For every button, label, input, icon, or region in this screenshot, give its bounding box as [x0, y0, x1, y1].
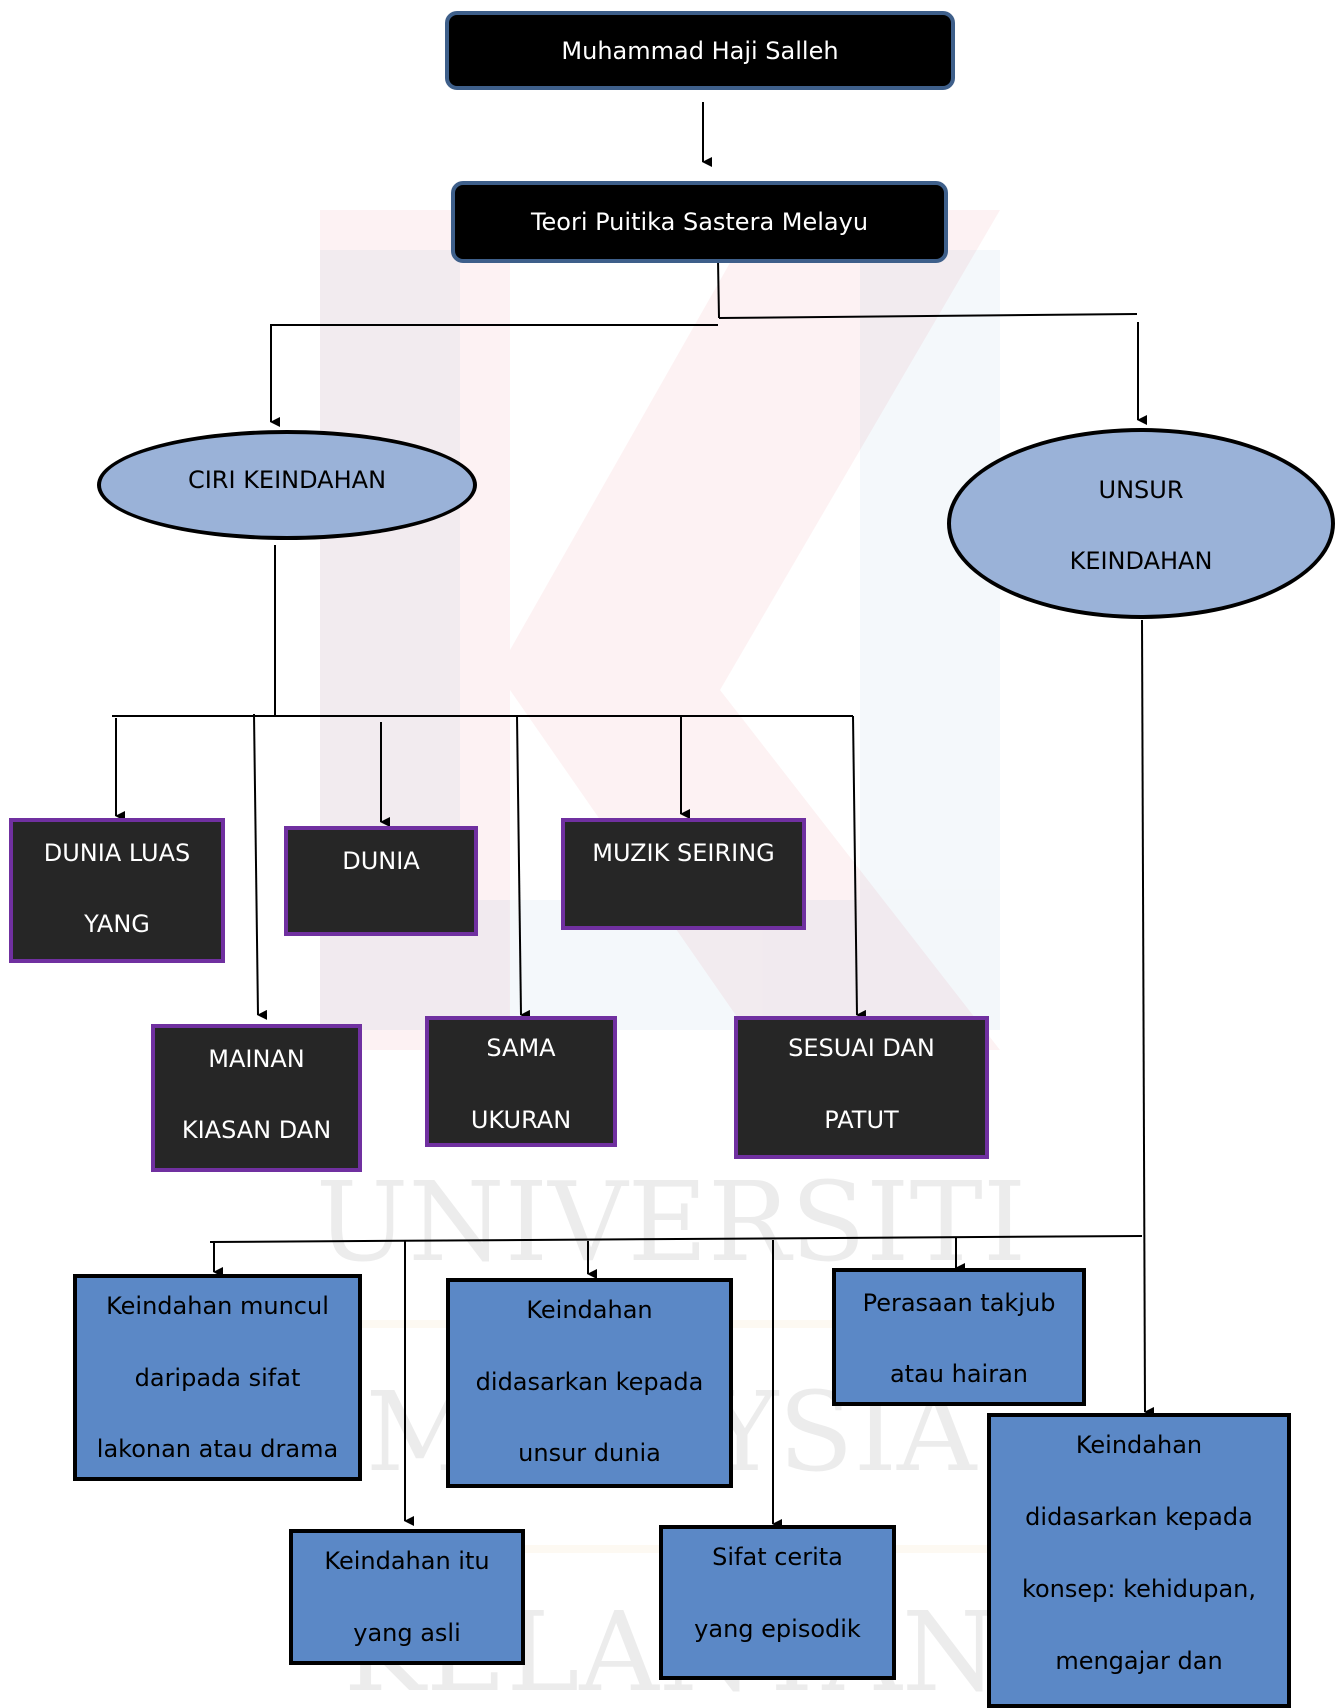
theory-box: Teori Puitika Sastera Melayu: [451, 181, 948, 263]
ciri-item-muzik-seiring: MUZIK SEIRING: [561, 818, 806, 930]
unsur-item-lakonan: Keindahan muncul daripada sifat lakonan …: [73, 1274, 362, 1481]
ciri-item-line1: MAINAN: [208, 1045, 305, 1073]
unsur-item-line3: lakonan atau drama: [96, 1435, 339, 1463]
unsur-item-line1: Perasaan takjub: [862, 1289, 1056, 1317]
ciri-item-line1: DUNIA: [342, 847, 420, 875]
ciri-item-sama: SAMA UKURAN: [425, 1016, 617, 1147]
unsur-item-konsep: Keindahan didasarkan kepada konsep: kehi…: [987, 1413, 1291, 1708]
unsur-item-line1: Keindahan itu: [324, 1547, 490, 1575]
ciri-item-line1: MUZIK SEIRING: [592, 839, 775, 867]
unsur-item-episodik: Sifat cerita yang episodik: [659, 1525, 896, 1680]
ciri-item-line2: PATUT: [824, 1106, 899, 1134]
watermark-line-1: UNIVERSITI: [316, 1158, 1027, 1286]
ciri-item-line1: DUNIA LUAS: [43, 839, 191, 867]
unsur-item-line1: Keindahan: [526, 1296, 653, 1324]
unsur-item-line2: yang episodik: [694, 1615, 861, 1643]
unsur-item-unsur-dunia: Keindahan didasarkan kepada unsur dunia: [446, 1278, 733, 1488]
unsur-item-line1: Keindahan: [1075, 1431, 1203, 1459]
ciri-label: CIRI KEINDAHAN: [187, 466, 387, 494]
ciri-item-line1: SAMA: [486, 1034, 556, 1062]
unsur-item-line1: Sifat cerita: [712, 1543, 843, 1571]
unsur-item-line3: unsur dunia: [518, 1439, 661, 1467]
ciri-item-dunia-luas: DUNIA LUAS YANG: [9, 818, 225, 963]
ciri-item-line2: UKURAN: [470, 1106, 572, 1134]
theory-label: Teori Puitika Sastera Melayu: [530, 208, 869, 236]
unsur-item-line2: didasarkan kepada: [1025, 1503, 1253, 1531]
ciri-oval: CIRI KEINDAHAN: [97, 430, 477, 540]
ciri-item-line2: KIASAN DAN: [181, 1116, 332, 1144]
unsur-item-line2: daripada sifat: [134, 1364, 301, 1392]
ciri-item-dunia: DUNIA: [284, 826, 478, 936]
root-label: Muhammad Haji Salleh: [561, 36, 839, 65]
ciri-item-line1: SESUAI DAN: [788, 1034, 935, 1062]
unsur-item-asli: Keindahan itu yang asli: [289, 1529, 525, 1665]
unsur-item-line3: konsep: kehidupan,: [1021, 1575, 1257, 1603]
unsur-label-line2: KEINDAHAN: [1069, 547, 1213, 575]
unsur-item-line2: yang asli: [353, 1619, 461, 1647]
ciri-item-line2: YANG: [84, 910, 150, 938]
unsur-label-line1: UNSUR: [1098, 476, 1184, 504]
ciri-item-sesuai: SESUAI DAN PATUT: [734, 1016, 989, 1159]
unsur-item-line4: mengajar dan: [1055, 1647, 1223, 1675]
unsur-item-takjub: Perasaan takjub atau hairan: [832, 1268, 1086, 1406]
unsur-oval: UNSUR KEINDAHAN: [947, 428, 1335, 619]
unsur-item-line1: Keindahan muncul: [106, 1292, 329, 1320]
unsur-item-line2: atau hairan: [889, 1360, 1029, 1388]
unsur-item-line2: didasarkan kepada: [475, 1368, 704, 1396]
root-box: Muhammad Haji Salleh: [445, 11, 955, 90]
ciri-item-mainan: MAINAN KIASAN DAN: [151, 1024, 362, 1172]
